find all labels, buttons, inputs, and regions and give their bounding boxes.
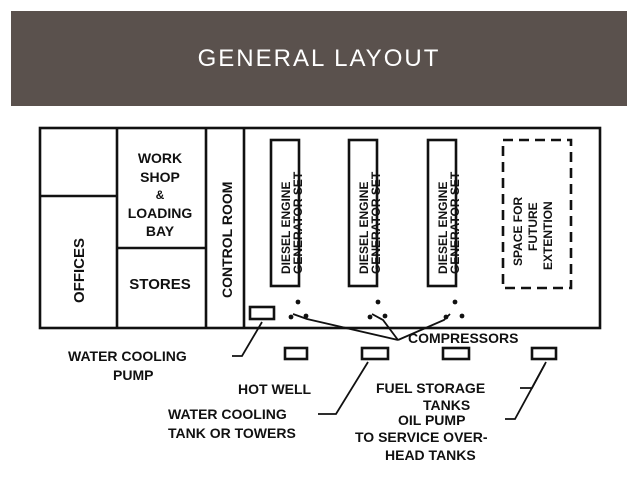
water-cooling-pump-symbol (248, 305, 276, 321)
svg-text:GENERATOR SET: GENERATOR SET (291, 171, 305, 274)
compressor-leader-1 (292, 313, 399, 341)
water-cooling-tank-symbol (360, 346, 390, 361)
compressor-dots (288, 299, 465, 320)
slide-title: GENERAL LAYOUT (197, 44, 441, 72)
stores-label: STORES (129, 276, 190, 293)
slide-header: GENERAL LAYOUT (11, 11, 627, 106)
general-layout-diagram: OFFICES WORK SHOP & LOADING BAY STORES C… (38, 126, 602, 463)
fuel-storage-leader (520, 361, 547, 389)
generator-3-box (426, 138, 458, 288)
workshop-label: WORK SHOP & LOADING BAY (128, 150, 193, 239)
svg-text:BAY: BAY (146, 223, 175, 239)
svg-text:TANK OR TOWERS: TANK OR TOWERS (168, 425, 296, 441)
water-cooling-tank-label: WATER COOLING TANK OR TOWERS (168, 406, 296, 441)
svg-text:TANKS: TANKS (423, 397, 470, 413)
svg-text:HEAD TANKS: HEAD TANKS (385, 447, 476, 463)
water-cooling-pump-label: WATER COOLING PUMP (68, 348, 187, 383)
oil-pump-label: OIL PUMP TO SERVICE OVER- HEAD TANKS (355, 412, 488, 463)
offices-label: OFFICES (71, 238, 88, 303)
generator-1-label: DIESEL ENGINE GENERATOR SET (279, 171, 305, 274)
svg-text:&: & (156, 188, 165, 202)
svg-text:DIESEL ENGINE: DIESEL ENGINE (357, 182, 371, 274)
control-room-label: CONTROL ROOM (219, 182, 235, 298)
svg-text:WATER COOLING: WATER COOLING (68, 348, 187, 364)
svg-text:FUEL STORAGE: FUEL STORAGE (376, 380, 485, 396)
generator-2-label: DIESEL ENGINE GENERATOR SET (357, 171, 383, 274)
fuel-storage-symbol (441, 346, 471, 361)
hot-well-label: HOT WELL (238, 381, 312, 397)
svg-text:EXTENTION: EXTENTION (541, 201, 555, 270)
compressor-leader-2 (371, 313, 399, 341)
oil-pump-leader (505, 363, 546, 420)
water-cooling-pump-leader (232, 321, 263, 357)
generator-1-box (269, 138, 301, 288)
generator-2-box (347, 138, 379, 288)
future-space-box (501, 138, 573, 290)
building-outline (38, 126, 602, 330)
svg-text:SPACE FOR: SPACE FOR (511, 197, 525, 266)
svg-text:DIESEL ENGINE: DIESEL ENGINE (436, 182, 450, 274)
svg-text:GENERATOR SET: GENERATOR SET (448, 171, 462, 274)
fuel-storage-label: FUEL STORAGE TANKS (376, 380, 485, 413)
svg-text:OIL PUMP: OIL PUMP (398, 412, 465, 428)
svg-text:PUMP: PUMP (113, 367, 153, 383)
future-space-label: SPACE FOR FUTURE EXTENTION (511, 197, 555, 270)
water-cooling-tank-leader (318, 361, 369, 415)
oil-pump-symbol (530, 346, 558, 361)
svg-text:SHOP: SHOP (140, 169, 180, 185)
svg-text:WATER COOLING: WATER COOLING (168, 406, 287, 422)
svg-text:LOADING: LOADING (128, 205, 193, 221)
svg-text:GENERATOR SET: GENERATOR SET (369, 171, 383, 274)
svg-text:FUTURE: FUTURE (526, 202, 540, 251)
svg-text:DIESEL ENGINE: DIESEL ENGINE (279, 182, 293, 274)
generator-3-label: DIESEL ENGINE GENERATOR SET (436, 171, 462, 274)
compressors-label: COMPRESSORS (408, 330, 518, 346)
svg-text:WORK: WORK (138, 150, 182, 166)
hot-well-symbol (283, 346, 309, 361)
svg-text:TO SERVICE OVER-: TO SERVICE OVER- (355, 429, 488, 445)
